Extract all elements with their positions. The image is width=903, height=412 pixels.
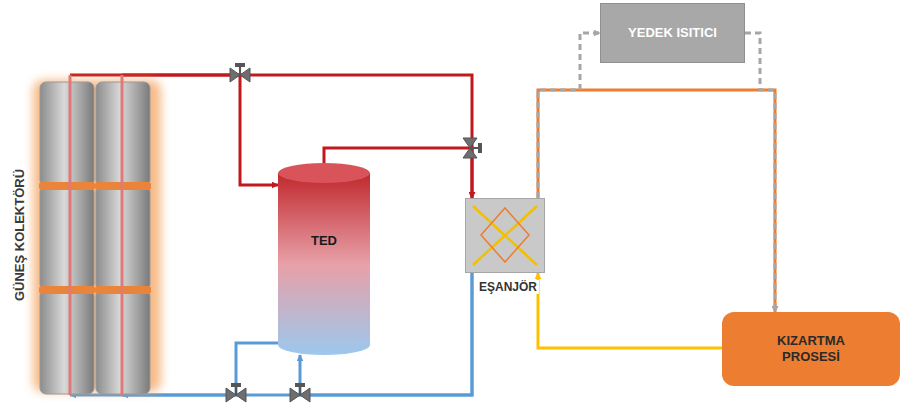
solar-collector	[33, 75, 161, 395]
collector-tube	[40, 82, 94, 186]
node-label: KIZARTMA PROSESİ	[751, 333, 871, 364]
valve-symbol	[463, 138, 482, 158]
exchanger-shape	[465, 198, 545, 273]
collector-pipe	[121, 75, 124, 395]
pipe-connector	[538, 33, 600, 198]
valve-symbol	[290, 383, 310, 402]
valve-stem	[235, 386, 237, 395]
collector-tubes	[39, 82, 151, 394]
backup-heater: YEDEK ISITICI	[600, 3, 745, 63]
storage-tank: TED	[278, 163, 370, 355]
collector-pipe	[69, 75, 72, 395]
valve-stem	[470, 147, 479, 149]
node-label: YEDEK ISITICI	[628, 25, 717, 41]
exchanger-box	[466, 199, 545, 273]
tank-top	[278, 163, 370, 183]
pipe-connector	[538, 273, 722, 348]
pipe-connector	[538, 90, 775, 312]
collector-tube	[40, 290, 94, 394]
node-label: TED	[278, 233, 370, 249]
valve-handle	[235, 63, 245, 67]
valve-symbol	[230, 63, 250, 82]
valve-stem	[299, 386, 301, 395]
collector-tube	[40, 186, 94, 290]
valves	[226, 63, 482, 402]
valve-symbol	[226, 383, 246, 402]
valve-handle	[295, 383, 305, 387]
tube-ring	[39, 286, 95, 294]
tube-ring	[39, 182, 95, 190]
frying-process: KIZARTMA PROSESİ	[722, 312, 900, 386]
pipe-connector	[70, 273, 472, 395]
tank-shape	[278, 163, 370, 355]
pipe-connector	[70, 75, 472, 198]
exchanger-cross	[481, 208, 529, 262]
node-label: GÜNEŞ KOLEKTÖRÜ	[12, 169, 28, 301]
pipe-connector	[745, 33, 775, 312]
valve-handle	[478, 143, 482, 153]
tank-body	[278, 173, 370, 355]
exchanger-cross	[473, 206, 537, 265]
valve-stem	[239, 66, 241, 75]
valve-handle	[231, 383, 241, 387]
part-label: EŞANJÖR	[477, 280, 539, 294]
heat-exchanger: EŞANJÖR	[465, 198, 545, 273]
solar-collector: GÜNEŞ KOLEKTÖRÜ	[10, 75, 160, 395]
